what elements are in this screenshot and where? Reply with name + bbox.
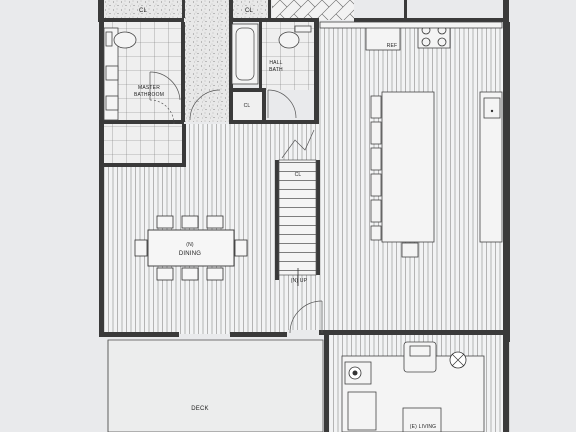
- shower-door-arc: [149, 99, 175, 125]
- stair-up-label: (N) UP: [291, 278, 308, 284]
- shower-tile: [104, 124, 184, 166]
- closet-top-mid-label: CL: [245, 8, 254, 14]
- hall-bath-label-2: BATH: [269, 67, 283, 73]
- closet-stair-label: CL: [295, 172, 302, 178]
- sink-bottom: [105, 95, 119, 111]
- walls: [98, 0, 510, 432]
- dining-tag-label: (N): [186, 242, 194, 248]
- dining-chairs: [134, 215, 248, 281]
- kitchen-sink: [483, 97, 501, 119]
- master-bath-label-2: BATHROOM: [134, 92, 164, 98]
- master-bath-label-1: MASTER: [138, 85, 160, 91]
- refrigerator-label: REF: [387, 43, 398, 49]
- kitchen-sink-counter: [479, 91, 503, 243]
- stair-break-line: [281, 129, 315, 159]
- counter-top: [319, 21, 503, 29]
- closet-top-mid-floor: [230, 0, 268, 20]
- closet-hall-label: CL: [244, 103, 251, 109]
- hall-closet-floor: [232, 92, 264, 124]
- closet-top-left-label: CL: [139, 8, 148, 14]
- stair: [278, 159, 317, 276]
- kitchen-island: [381, 91, 435, 243]
- dining-label: DINING: [179, 251, 201, 257]
- dining-table: [147, 229, 235, 267]
- island-end-block: [401, 242, 419, 258]
- living-furniture: [341, 341, 485, 432]
- sink-faucet-icon: [490, 109, 494, 113]
- closet-top-left-floor: [104, 0, 182, 20]
- entry-door-arc: [289, 300, 323, 334]
- master-bath-door: [149, 71, 181, 101]
- master-toilet-icon: [105, 31, 137, 49]
- hall-toilet-icon: [278, 25, 312, 49]
- closet-door-arc: [189, 89, 221, 121]
- deck: [107, 339, 324, 432]
- closet-speckle-top: [184, 0, 229, 122]
- deck-label: DECK: [191, 406, 208, 412]
- entry-herringbone: [272, 0, 354, 20]
- hall-bath-label-1: HALL: [269, 60, 282, 66]
- sink-top: [105, 65, 119, 81]
- island-stools: [370, 95, 382, 241]
- hall-bath-door: [267, 89, 297, 119]
- living-label: (E) LIVING: [410, 424, 436, 430]
